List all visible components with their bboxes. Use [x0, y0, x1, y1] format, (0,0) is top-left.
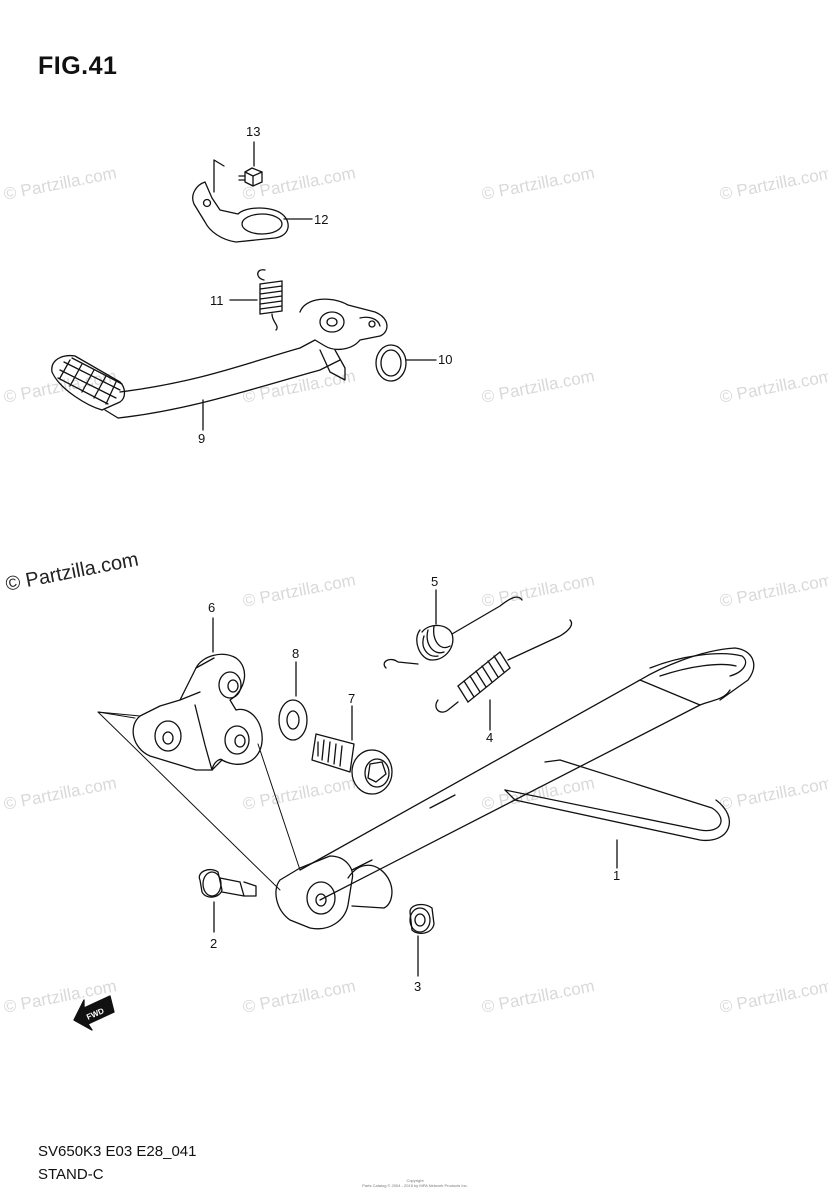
- o-ring-icon[interactable]: [375, 344, 407, 382]
- screw-icon[interactable]: [238, 167, 263, 187]
- bracket-bolt-icon[interactable]: [311, 733, 393, 795]
- diagram-code: SV650K3 E03 E28_041: [38, 1143, 197, 1160]
- callout-12[interactable]: 12: [314, 212, 328, 227]
- stand-spring-inner-icon[interactable]: [383, 596, 523, 669]
- stand-bolt-icon[interactable]: [198, 868, 257, 898]
- pedal-spring-icon[interactable]: [257, 269, 283, 331]
- stand-bracket-icon[interactable]: [132, 653, 263, 771]
- callout-4[interactable]: 4: [486, 730, 493, 745]
- copyright-notice: Copyright Parts Catalog © 2004 - 2015 by…: [350, 1178, 480, 1188]
- side-stand-icon[interactable]: [275, 647, 755, 930]
- callout-5[interactable]: 5: [431, 574, 438, 589]
- plate-icon[interactable]: [192, 159, 289, 243]
- callout-9[interactable]: 9: [198, 431, 205, 446]
- figure-title: FIG.41: [38, 52, 118, 80]
- brake-pedal-icon[interactable]: [51, 298, 388, 419]
- callout-8[interactable]: 8: [292, 646, 299, 661]
- diagram-subtitle: STAND-C: [38, 1166, 104, 1183]
- washer-icon[interactable]: [278, 699, 308, 741]
- nut-icon[interactable]: [409, 903, 435, 935]
- fwd-arrow-icon: [73, 995, 115, 1031]
- callout-1[interactable]: 1: [613, 868, 620, 883]
- callout-3[interactable]: 3: [414, 979, 421, 994]
- callout-10[interactable]: 10: [438, 352, 452, 367]
- callout-2[interactable]: 2: [210, 936, 217, 951]
- callout-7[interactable]: 7: [348, 691, 355, 706]
- stand-spring-outer-icon[interactable]: [435, 619, 573, 713]
- copyright-line-2: Parts Catalog © 2004 - 2015 by MPA Netwo…: [362, 1183, 468, 1188]
- callout-6[interactable]: 6: [208, 600, 215, 615]
- copyright-line-1: Copyright: [406, 1178, 424, 1183]
- callout-13[interactable]: 13: [246, 124, 260, 139]
- callout-11[interactable]: 11: [210, 293, 224, 308]
